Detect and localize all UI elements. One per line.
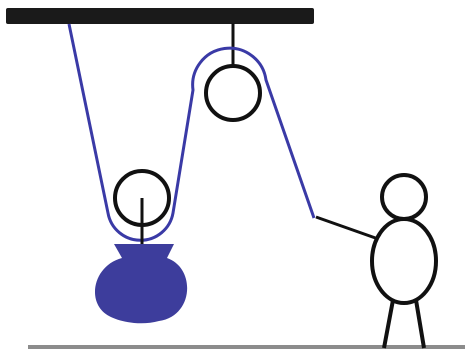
load-sack (94, 244, 188, 324)
person-arm (315, 215, 385, 243)
rope (67, 23, 316, 242)
person-left-leg (382, 299, 395, 349)
ceiling-beam (6, 8, 314, 24)
fixed-pulley (204, 64, 262, 122)
person-right-leg (414, 299, 426, 349)
person-body (370, 217, 438, 305)
person-head (380, 173, 428, 221)
